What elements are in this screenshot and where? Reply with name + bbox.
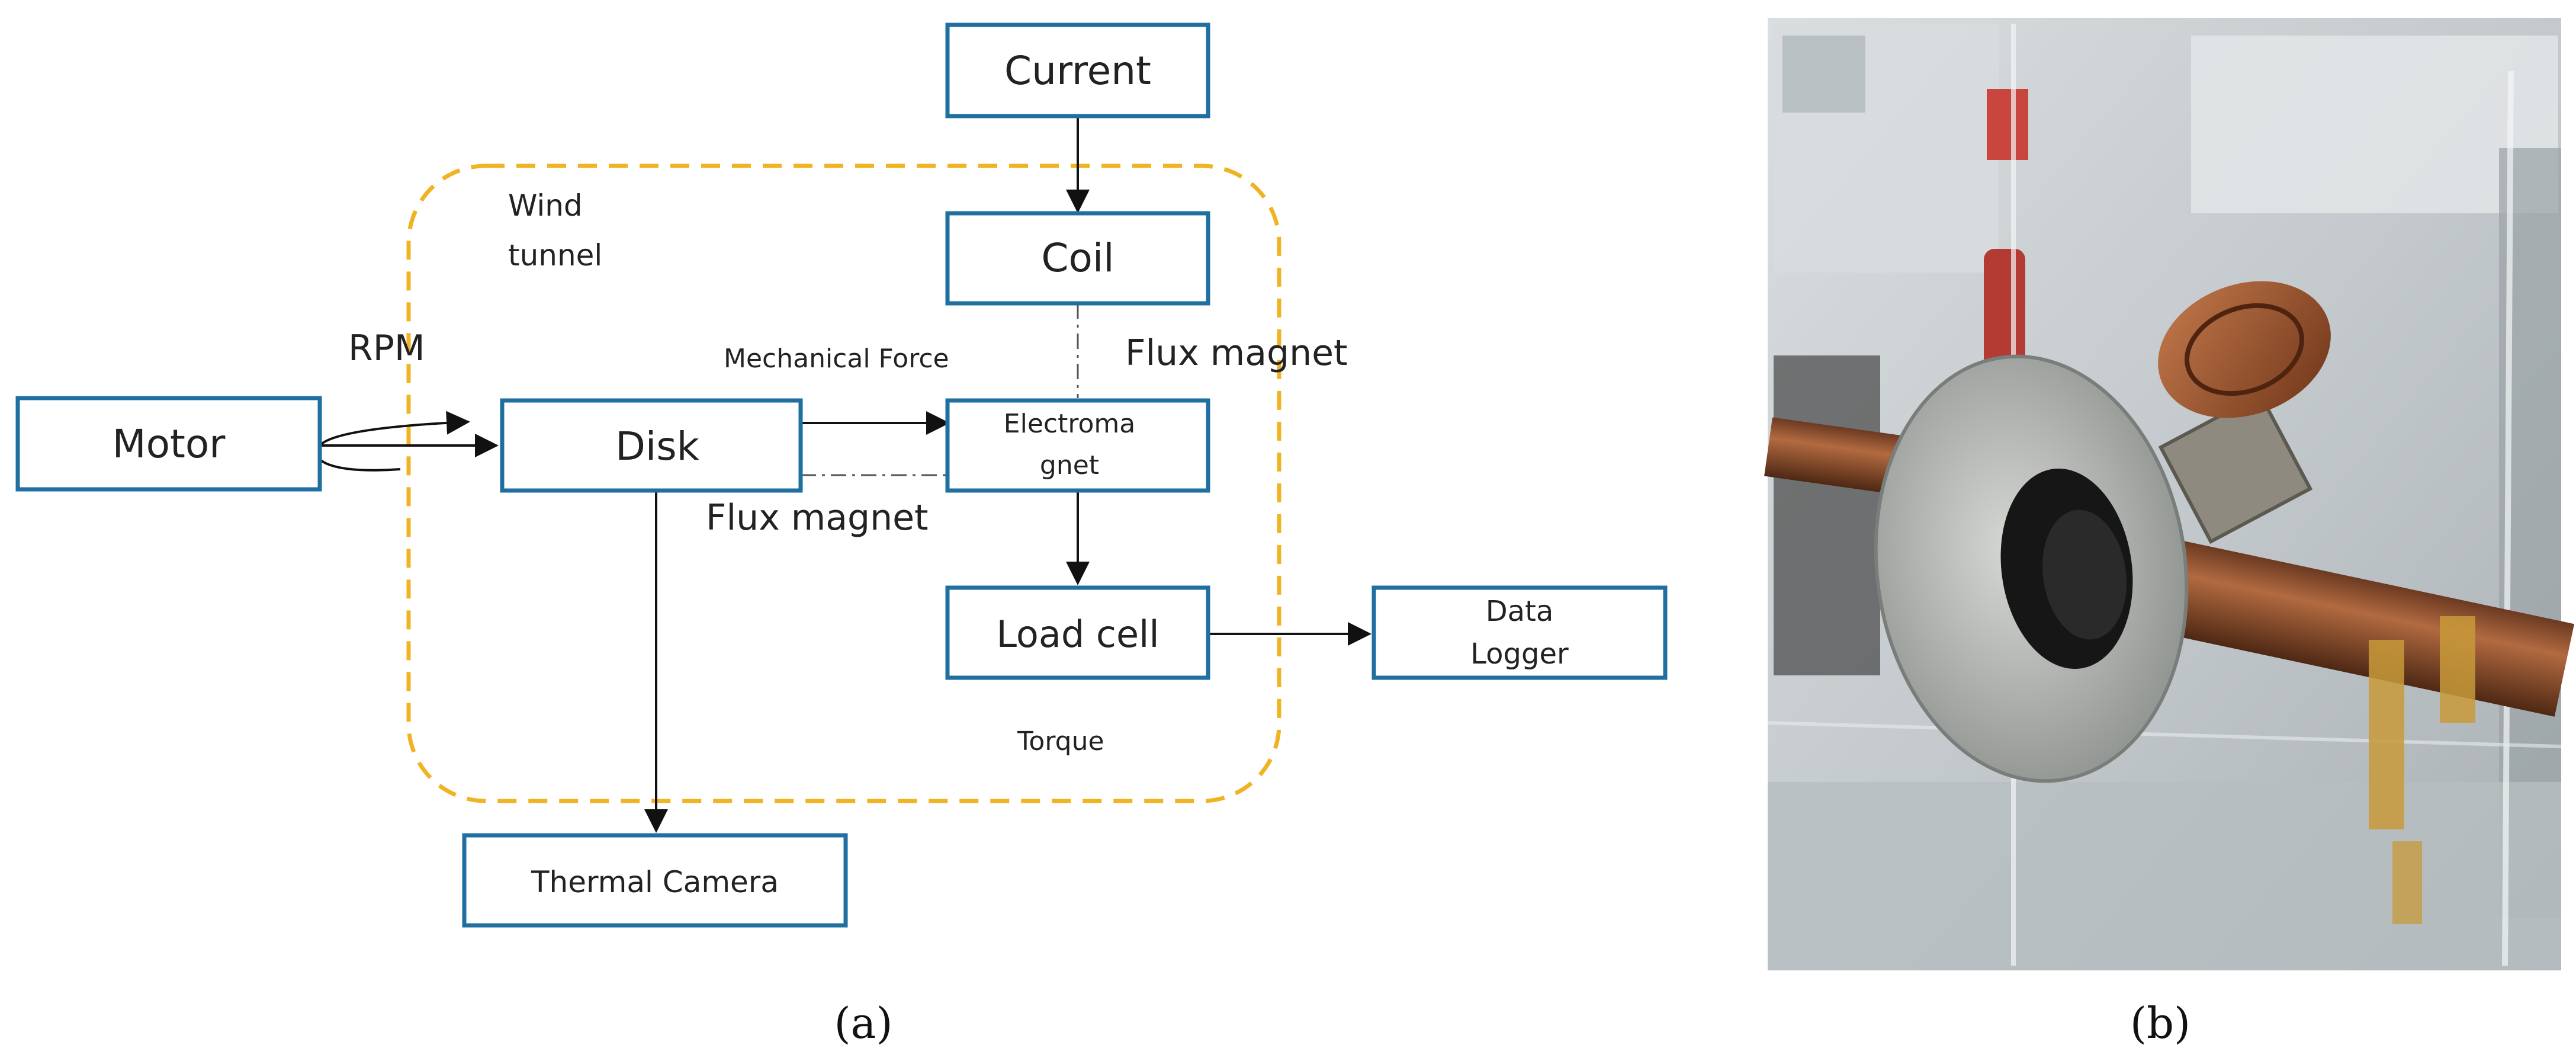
node-electromagnet: Electroma gnet [945,398,1210,493]
node-thermal-camera: Thermal Camera [462,833,848,928]
node-coil-label: Coil [1041,235,1114,281]
node-current: Current [945,23,1210,118]
label-rpm: RPM [348,328,425,369]
node-motor: Motor [15,396,322,492]
experimental-setup-photo [1764,18,2575,970]
label-mechanical-force: Mechanical Force [724,344,949,374]
node-coil: Coil [945,211,1210,306]
caption-b: (b) [2130,998,2190,1048]
caption-a: (a) [834,998,892,1048]
node-data-logger-label-line2: Logger [1470,637,1569,671]
wind-tunnel-label-line1: Wind [508,188,583,223]
node-electromagnet-label-line1: Electroma [1004,409,1135,439]
node-electromagnet-label-line2: gnet [1040,450,1099,480]
wind-tunnel-region [406,164,1281,803]
label-torque: Torque [1017,726,1104,757]
node-current-label: Current [1004,48,1151,94]
node-motor-label: Motor [113,421,226,467]
label-flux-magnet-top: Flux magnet [1125,332,1348,374]
block-diagram: Wind tunnel Current Coil Motor Disk [15,23,1668,928]
node-data-logger-label-line1: Data [1486,595,1554,628]
label-flux-magnet-bottom: Flux magnet [706,497,929,539]
node-data-logger: Data Logger [1371,585,1668,680]
node-thermal-camera-label: Thermal Camera [531,865,779,899]
node-load-cell-label: Load cell [996,613,1159,656]
wind-tunnel-label-line2: tunnel [508,238,602,273]
node-load-cell: Load cell [945,585,1210,680]
node-disk: Disk [500,398,803,493]
node-disk-label: Disk [615,424,700,469]
